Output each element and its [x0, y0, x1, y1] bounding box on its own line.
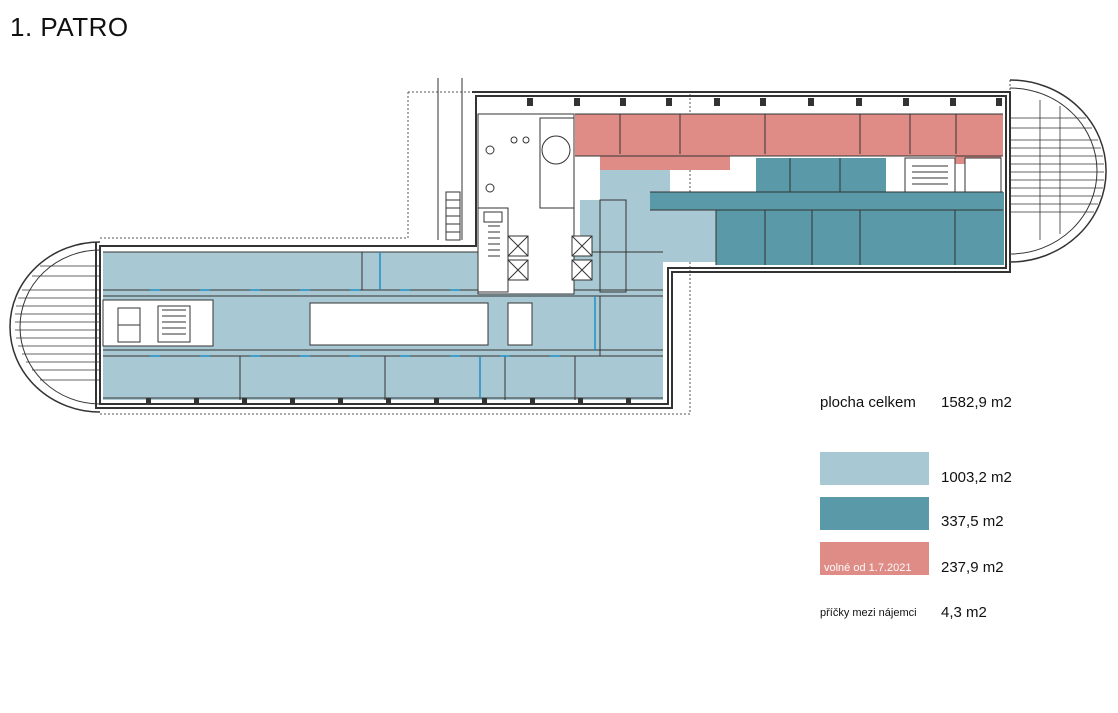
legend-swatch-light [820, 452, 929, 485]
west-wing-structure [102, 251, 663, 400]
legend-value-red: 237,9 m2 [941, 559, 1004, 576]
west-stair-core [117, 305, 191, 343]
legend-value-dark: 337,5 m2 [941, 513, 1004, 530]
central-core [477, 113, 627, 295]
legend-swatch-red: volné od 1.7.2021 [820, 542, 929, 575]
page-title: 1. PATRO [10, 12, 129, 42]
tenant-partitions [150, 252, 596, 398]
left-rotunda [9, 241, 101, 413]
legend-swatch-red-label: volné od 1.7.2021 [824, 562, 912, 574]
total-area-value: 1582,9 m2 [941, 394, 1012, 411]
area-red [575, 114, 1003, 170]
right-rotunda [1009, 79, 1107, 263]
partitions-label: příčky mezi nájemci [820, 607, 917, 619]
partitions-value: 4,3 m2 [941, 604, 987, 621]
total-area-label: plocha celkem [820, 394, 916, 411]
legend-value-light: 1003,2 m2 [941, 469, 1012, 486]
legend-swatch-dark [820, 497, 929, 530]
west-stairway [437, 78, 463, 241]
facade-columns [146, 98, 1002, 403]
east-wing-structure [575, 113, 1003, 265]
building-walls [95, 91, 1011, 409]
